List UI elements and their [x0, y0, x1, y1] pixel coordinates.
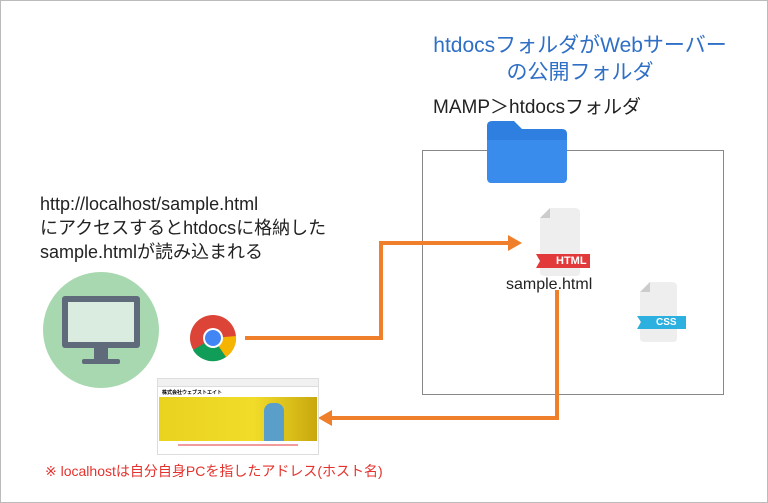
response-arrowhead [318, 410, 332, 426]
request-arrowhead [508, 235, 522, 251]
html-badge: HTML [556, 255, 587, 267]
html-file-icon [536, 208, 590, 276]
diagram-title: htdocsフォルダがWebサーバー の公開フォルダ [380, 32, 768, 86]
description: http://localhost/sample.html にアクセスするとhtd… [40, 192, 326, 264]
file-name: sample.html [506, 276, 593, 293]
description-line: http://localhost/sample.html [40, 194, 259, 214]
chrome-icon [190, 315, 237, 362]
site-footer-text [178, 444, 298, 446]
request-arrow [245, 241, 510, 340]
title-line-1: htdocsフォルダがWebサーバー [433, 34, 727, 57]
hero-image [159, 397, 317, 441]
person-figure [264, 403, 284, 441]
description-line: sample.htmlが読み込まれる [40, 242, 264, 262]
response-arrow [330, 290, 559, 420]
title-line-2: の公開フォルダ [506, 61, 654, 84]
site-name: 株式会社ウェブストエイト [162, 390, 223, 396]
website-screenshot: 株式会社ウェブストエイト [157, 378, 319, 455]
description-line: にアクセスするとhtdocsに格納した [40, 218, 327, 238]
folder-icon [487, 121, 567, 183]
css-file-icon [637, 282, 686, 342]
localhost-note: ※ localhostは自分自身PCを指したアドレス(ホスト名) [45, 463, 383, 479]
folder-label: MAMP＞htdocsフォルダ [433, 97, 641, 118]
htdocs-box [422, 150, 724, 395]
css-badge: CSS [656, 317, 677, 328]
browser-bar [158, 379, 318, 387]
computer-icon [43, 272, 159, 388]
